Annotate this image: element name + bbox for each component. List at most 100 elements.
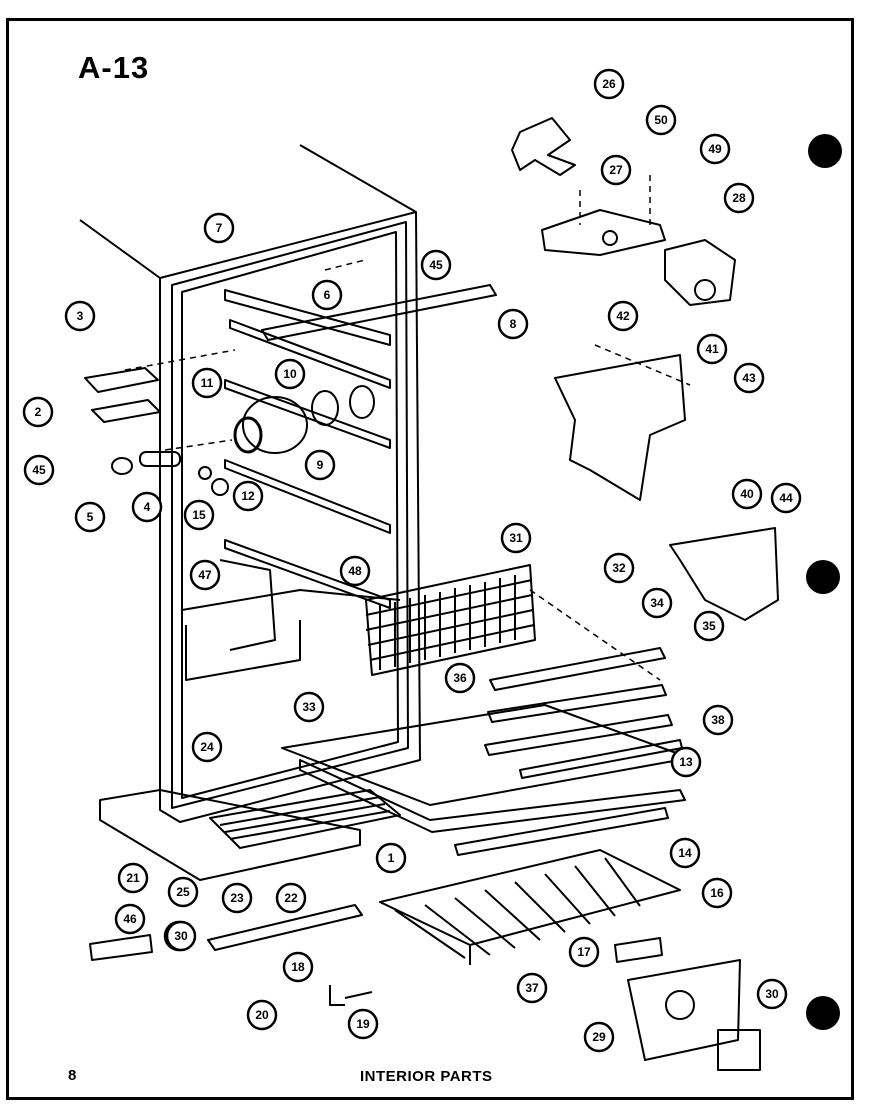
callout-20: 20: [246, 999, 278, 1031]
callout-label: 49: [708, 142, 722, 156]
callout-12: 12: [232, 480, 264, 512]
callout-24: 24: [191, 731, 223, 763]
callout-balloon: [600, 154, 632, 186]
callout-label: 34: [650, 596, 664, 610]
callout-label: 12: [241, 489, 255, 503]
callout-label: 43: [742, 371, 756, 385]
callout-label: 45: [429, 258, 443, 272]
callout-label: 18: [291, 960, 305, 974]
callout-label: 11: [201, 376, 214, 390]
callout-label: 5: [87, 510, 94, 524]
callout-label: 29: [592, 1030, 606, 1044]
callout-label: 48: [348, 564, 362, 578]
callout-16: 16: [701, 877, 733, 909]
callout-balloon: [645, 104, 677, 136]
callout-balloon: [693, 610, 725, 642]
callout-layer: 1234567891011121314151617181920212223242…: [22, 68, 802, 1053]
callout-balloon: [701, 877, 733, 909]
callout-50: 50: [645, 104, 677, 136]
callout-label: 33: [302, 700, 316, 714]
binder-hole: [806, 560, 840, 594]
callout-28: 28: [723, 182, 755, 214]
callout-balloon: [165, 920, 197, 952]
callout-balloon: [22, 396, 54, 428]
callout-balloon: [131, 491, 163, 523]
callout-label: 2: [35, 405, 42, 419]
callout-label: 21: [126, 871, 140, 885]
callout-balloon: [723, 182, 755, 214]
callout-label: 16: [710, 886, 724, 900]
callout-label: 44: [779, 491, 793, 505]
callout-6: 6: [311, 279, 343, 311]
callout-label: 4: [144, 500, 151, 514]
callout-balloon: [347, 1008, 379, 1040]
callout-22: 22: [275, 882, 307, 914]
callout-label: 3: [77, 309, 84, 323]
callout-25: 25: [167, 876, 199, 908]
callout-label: 45: [32, 463, 46, 477]
callout-balloon: [756, 978, 788, 1010]
callout-label: 30: [765, 987, 779, 1001]
callout-label: 28: [732, 191, 746, 205]
callout-42: 42: [607, 300, 639, 332]
callout-balloon: [167, 876, 199, 908]
callout-30: 30: [756, 978, 788, 1010]
callout-label: 17: [577, 945, 591, 959]
callout-label: 20: [255, 1008, 269, 1022]
callout-balloon: [203, 212, 235, 244]
callout-13: 13: [670, 746, 702, 778]
shelf-rails: [224, 284, 497, 609]
callout-label: 40: [740, 487, 754, 501]
callout-balloon: [191, 367, 223, 399]
callout-43: 43: [733, 362, 765, 394]
callout-label: 13: [679, 755, 693, 769]
callout-30: 30: [165, 920, 197, 952]
callout-34: 34: [641, 587, 673, 619]
callout-balloon: [183, 499, 215, 531]
callout-label: 6: [324, 288, 331, 302]
binder-hole: [808, 134, 842, 168]
binder-hole: [806, 996, 840, 1030]
callout-14: 14: [669, 837, 701, 869]
callout-balloon: [699, 133, 731, 165]
callout-label: 15: [192, 508, 206, 522]
callout-17: 17: [568, 936, 600, 968]
callout-balloon: [246, 999, 278, 1031]
callout-balloon: [275, 882, 307, 914]
duct-covers: [554, 354, 779, 621]
callout-label: 46: [123, 912, 137, 926]
callout-37: 37: [516, 972, 548, 1004]
callout-29: 29: [583, 1021, 615, 1053]
callout-36: 36: [444, 662, 476, 694]
callout-33: 33: [293, 691, 325, 723]
callout-38: 38: [702, 704, 734, 736]
callout-44: 44: [770, 482, 802, 514]
callout-balloon: [516, 972, 548, 1004]
callout-balloon: [583, 1021, 615, 1053]
callout-4: 4: [131, 491, 163, 523]
cabinet-shell: [79, 144, 421, 823]
callout-label: 50: [654, 113, 668, 127]
callout-49: 49: [699, 133, 731, 165]
callout-45: 45: [23, 454, 55, 486]
callout-balloon: [304, 449, 336, 481]
callout-balloon: [568, 936, 600, 968]
callout-balloon: [670, 746, 702, 778]
callout-8: 8: [497, 308, 529, 340]
callout-3: 3: [64, 300, 96, 332]
bottom-brackets: [89, 904, 761, 1071]
callout-balloon: [607, 300, 639, 332]
floor-panels: [281, 704, 691, 856]
page-number: 8: [68, 1067, 77, 1084]
callout-balloon: [274, 358, 306, 390]
callout-35: 35: [693, 610, 725, 642]
callout-46: 46: [114, 903, 146, 935]
callout-label: 38: [711, 713, 725, 727]
callout-balloon: [117, 862, 149, 894]
callout-balloon: [497, 308, 529, 340]
callout-label: 19: [356, 1017, 370, 1031]
callout-balloon: [293, 691, 325, 723]
callout-balloon: [500, 522, 532, 554]
callout-balloon: [641, 587, 673, 619]
